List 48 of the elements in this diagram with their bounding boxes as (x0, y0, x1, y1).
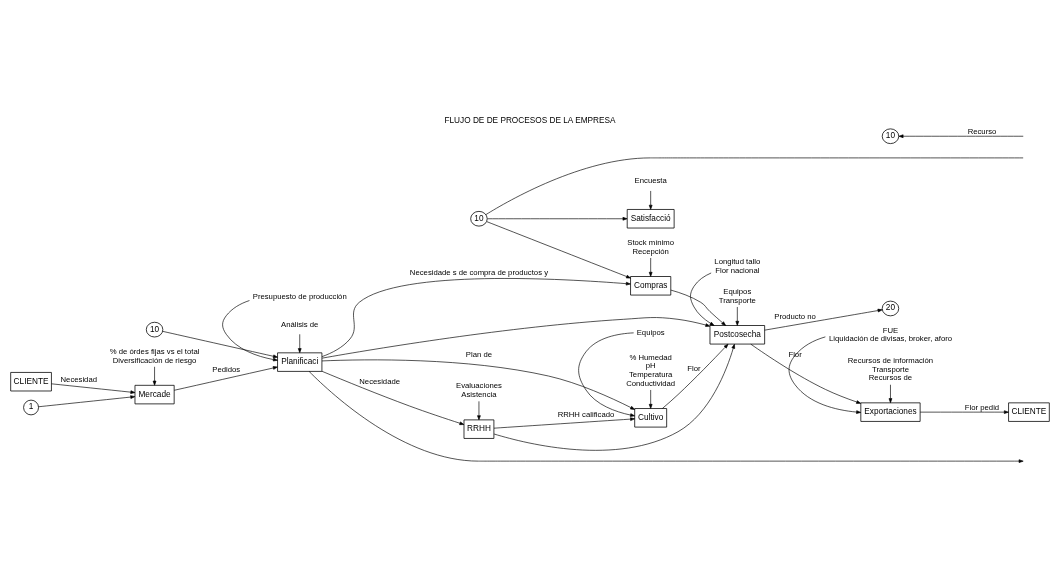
node-box: Exportaciones (860, 401, 921, 422)
arrow (670, 289, 726, 326)
arrow (162, 330, 278, 358)
node-box: Mercade (134, 384, 175, 404)
node-ellipse: 10 (145, 321, 164, 337)
arrow (690, 272, 715, 326)
arrow (173, 365, 278, 391)
arrow (648, 389, 653, 409)
node-ellipse: 10 (881, 128, 900, 144)
arrow (735, 306, 740, 326)
arrow (493, 416, 635, 429)
node-ellipse: 20 (881, 300, 900, 316)
arrow (222, 299, 278, 361)
arrow (788, 336, 862, 414)
arrow (486, 220, 631, 278)
arrow (888, 383, 893, 403)
arrow (321, 277, 631, 357)
node-box: Compras (630, 275, 672, 295)
node-box: RRHH (463, 419, 495, 439)
arrow (308, 370, 1024, 463)
arrow (764, 308, 883, 330)
arrow (51, 382, 136, 394)
arrow (898, 133, 1024, 138)
node-box: Postcosecha (709, 324, 766, 344)
node-circle: 1 (23, 399, 39, 415)
arrow (648, 257, 653, 277)
arrow (38, 394, 136, 407)
arrow (648, 190, 653, 210)
arrow (321, 316, 711, 358)
connector (485, 157, 1024, 215)
arrow (321, 359, 635, 410)
arrow (487, 216, 628, 221)
arrow (321, 370, 465, 425)
arrow (578, 332, 635, 417)
node-box: Satisfacció (626, 208, 675, 228)
node-box: CLIENTE (10, 371, 52, 391)
arrow (152, 365, 157, 386)
arrow (919, 409, 1009, 414)
node-box: CLIENTE (1008, 401, 1050, 422)
arrow (477, 400, 481, 420)
arrow (662, 343, 729, 409)
node-box: Cultivo (634, 407, 668, 427)
diagram-title: FLUJO DE DE PROCESOS DE LA EMPRESA (444, 115, 616, 125)
arrow (493, 343, 735, 451)
node-box: Planificaci (277, 351, 323, 372)
node-ellipse: 10 (470, 210, 488, 226)
arrow (750, 343, 862, 404)
arrow (297, 333, 302, 353)
